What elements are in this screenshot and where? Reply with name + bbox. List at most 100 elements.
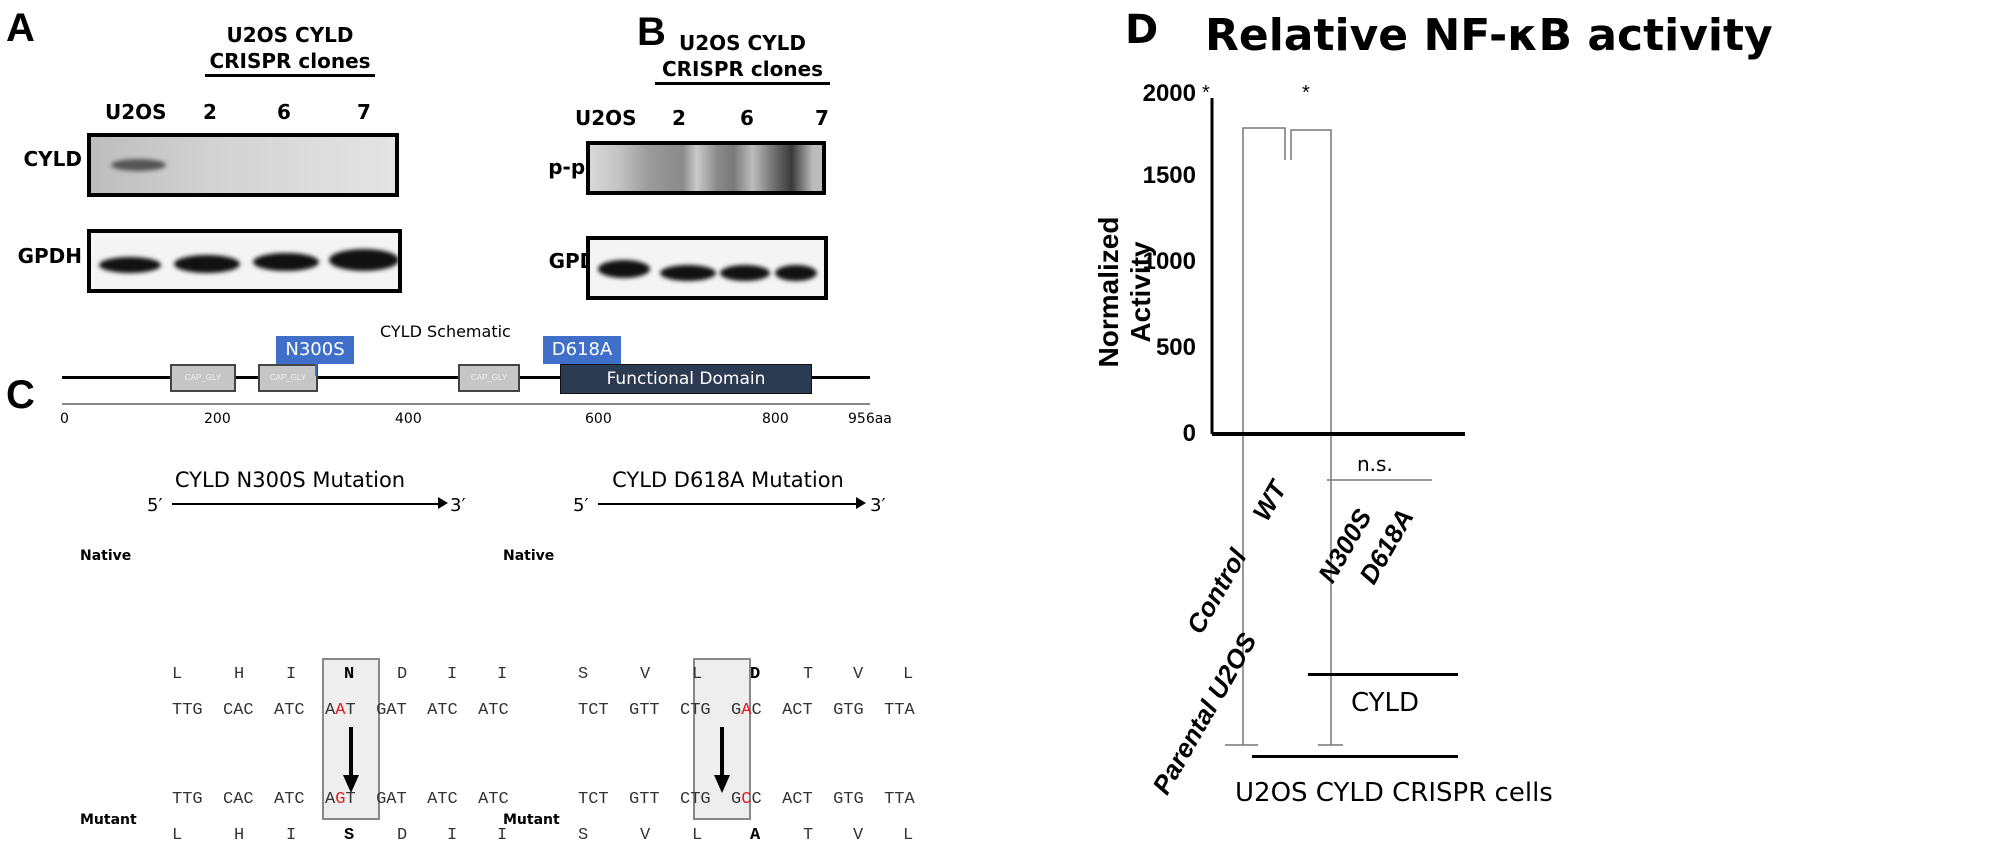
y-tick-1500: 1500 — [1142, 162, 1196, 189]
y-tick-0: 0 — [1182, 420, 1196, 447]
panel-a-row-label-cyld: CYLD — [23, 147, 82, 171]
n300s-tag: N300S — [276, 336, 354, 364]
aa: I — [447, 665, 458, 684]
aa-highlight: S — [344, 826, 355, 845]
arrow-down-icon — [343, 775, 359, 793]
arrow-right-icon — [856, 497, 866, 509]
codon: ATC — [427, 790, 458, 809]
codon: TTG — [172, 790, 203, 809]
panel-d-letter: D — [1125, 7, 1159, 53]
cap-gly-domain-1: CAP_GLY — [170, 364, 236, 392]
codon: ATC — [274, 701, 305, 720]
axis-tick-0: 0 — [60, 411, 69, 427]
y-tick-1000: 1000 — [1142, 248, 1196, 275]
codon: TTA — [884, 701, 915, 720]
n300s-pointer — [315, 364, 317, 376]
band — [598, 260, 650, 278]
d618a-mutant-codons: TCT GTT CTG GCC ACT GTG TTA — [578, 790, 915, 809]
aa: I — [497, 826, 508, 845]
aa: I — [286, 826, 297, 845]
aa: L — [903, 665, 914, 684]
codon: ACT — [782, 790, 813, 809]
codon: CTG — [680, 790, 711, 809]
codon: GTT — [629, 701, 660, 720]
chart-title: Relative NF-κB activity — [1205, 10, 1773, 61]
n300s-five-prime: 5′ — [147, 495, 163, 516]
codon: ATC — [427, 701, 458, 720]
panel-c-letter: C — [6, 373, 35, 417]
panel-a-blot-gpdh — [87, 229, 402, 293]
codon: ATC — [274, 790, 305, 809]
codon: ATC — [478, 790, 509, 809]
n300s-down-arrow — [349, 727, 353, 777]
functional-domain: Functional Domain — [560, 364, 812, 394]
panel-b-lane-2: 2 — [672, 106, 686, 130]
panel-a-lane-7: 7 — [357, 100, 371, 124]
axis-end-label: 956aa — [848, 411, 892, 427]
panel-a-header-line2: CRISPR clones — [205, 48, 375, 77]
panel-a-header-line1: U2OS CYLD — [226, 23, 354, 47]
band — [111, 159, 166, 171]
n300s-title: CYLD N300S Mutation — [174, 468, 406, 492]
aa: I — [286, 665, 297, 684]
n300s-native-label: Native — [80, 548, 132, 564]
n300s-mutant-label: Mutant — [80, 812, 137, 828]
cap-gly-domain-3: CAP_GLY — [458, 364, 520, 392]
aa: H — [234, 665, 245, 684]
band — [660, 265, 716, 281]
n300s-strand-arrow — [172, 503, 442, 505]
cyld-group-label: CYLD — [1350, 688, 1420, 718]
aa: L — [172, 826, 183, 845]
aa: D — [397, 665, 408, 684]
arrow-right-icon — [438, 497, 448, 509]
codon: TCT — [578, 790, 609, 809]
y-tick-500: 500 — [1155, 334, 1196, 361]
panel-a-lane-u2os: U2OS — [105, 100, 167, 124]
codon: ACT — [782, 701, 813, 720]
n300s-mutant-codons: TTG CAC ATC AGT GAT ATC ATC — [172, 790, 509, 809]
aa: H — [234, 826, 245, 845]
arrow-down-icon — [714, 775, 730, 793]
n300s-native-codons: TTG CAC ATC AAT GAT ATC ATC — [172, 701, 509, 720]
d618a-mutant-label: Mutant — [503, 812, 560, 828]
aa: L — [172, 665, 183, 684]
aa: L — [692, 665, 703, 684]
panel-b-header: U2OS CYLD CRISPR clones — [655, 30, 830, 85]
cyld-group-line — [1308, 673, 1458, 676]
aa: I — [447, 826, 458, 845]
panel-a-row-label-gpdh: GPDH — [17, 244, 82, 268]
panel-b-header-line1: U2OS CYLD — [678, 31, 807, 55]
aa: L — [903, 826, 914, 845]
axis-tick-600: 600 — [585, 411, 612, 427]
codon: CAC — [223, 701, 254, 720]
panel-b-blot-p-p65 — [586, 141, 826, 195]
codon: GTT — [629, 790, 660, 809]
aa: I — [497, 665, 508, 684]
band — [174, 255, 240, 273]
d618a-title: CYLD D618A Mutation — [612, 468, 844, 492]
y-tick-2000: 2000 — [1142, 80, 1196, 107]
n300s-three-prime: 3′ — [450, 495, 466, 516]
d618a-tag: D618A — [543, 336, 621, 364]
codon: CTG — [680, 701, 711, 720]
panel-a-lane-2: 2 — [203, 100, 217, 124]
band — [775, 265, 817, 281]
d618a-five-prime: 5′ — [573, 495, 589, 516]
aa-highlight: D — [750, 665, 761, 684]
band — [329, 249, 398, 271]
aa: T — [803, 665, 814, 684]
codon: TTG — [172, 701, 203, 720]
d618a-native-codons: TCT GTT CTG GAC ACT GTG TTA — [578, 701, 915, 720]
d618a-strand-arrow — [598, 503, 858, 505]
aa: V — [853, 826, 864, 845]
schematic-axis — [62, 403, 870, 405]
panel-a-letter: A — [6, 6, 35, 50]
codon: TTA — [884, 790, 915, 809]
codon: GAT — [376, 701, 407, 720]
axis-tick-200: 200 — [204, 411, 231, 427]
panel-a-lane-6: 6 — [277, 100, 291, 124]
aa-highlight: A — [750, 826, 761, 845]
aa: S — [578, 665, 589, 684]
panel-b-lane-u2os: U2OS — [575, 106, 637, 130]
